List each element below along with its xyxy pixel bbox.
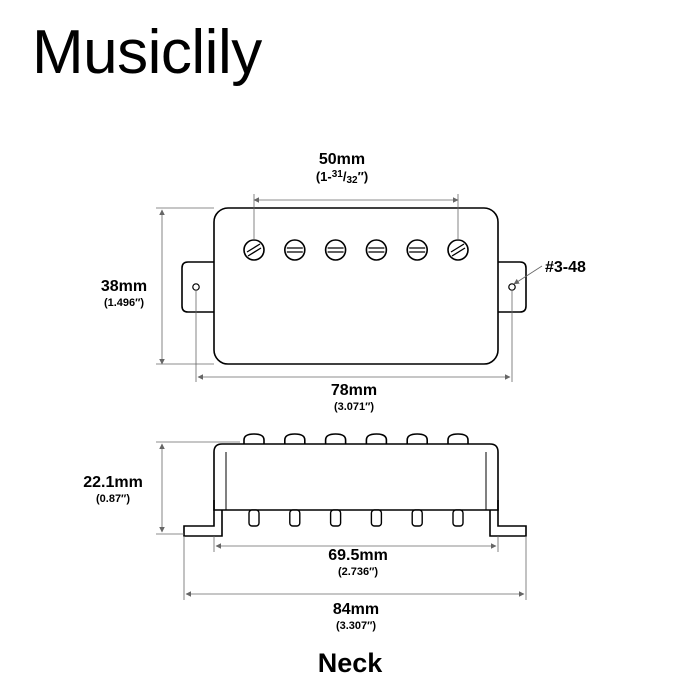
- screw-leader-line: [513, 265, 543, 285]
- top-view: 50mm (1-31/32″) 38mm (1.496″) 78mm (3.07…: [101, 151, 586, 413]
- pole-leg-side: [248, 509, 260, 527]
- pole-leg-side: [370, 509, 383, 527]
- brand-title: Musiclily: [32, 18, 262, 87]
- dim-mount-width-value: 78mm: [331, 382, 377, 399]
- pole-piece: [243, 239, 265, 261]
- dim-inner-width-imperial: (2.736″): [338, 566, 378, 578]
- pole-pieces-top: [243, 239, 469, 261]
- pickup-cover: [213, 207, 499, 365]
- pole-piece: [365, 239, 388, 261]
- dim-inner-width-value: 69.5mm: [328, 547, 388, 564]
- pole-top-side: [284, 433, 306, 445]
- dim-overall-width-value: 84mm: [333, 601, 379, 618]
- screw-size-label: #3-48: [545, 259, 586, 276]
- pole-top-side: [324, 433, 347, 445]
- pole-top-side: [243, 433, 265, 445]
- dim-cover-width-value: 38mm: [101, 278, 147, 295]
- pole-leg-side: [289, 509, 301, 527]
- dim-overall-width-imperial: (3.307″): [336, 620, 376, 632]
- side-body: [213, 443, 499, 511]
- dim-mount-width-imperial: (3.071″): [334, 401, 374, 413]
- screw-hole-left: [192, 283, 200, 291]
- pole-leg-side: [411, 509, 423, 527]
- pole-top-side: [365, 433, 388, 445]
- pole-piece: [406, 239, 429, 261]
- dim-pole-spacing-value: 50mm: [319, 151, 365, 168]
- pole-piece: [283, 239, 306, 261]
- pole-leg-side: [329, 509, 342, 527]
- baseplate-left: [183, 500, 223, 537]
- dim-pole-spacing-imperial: (1-31/32″): [316, 169, 368, 186]
- dim-cover-width-imperial: (1.496″): [104, 297, 144, 309]
- baseplate-right: [489, 500, 527, 537]
- position-label: Neck: [317, 648, 383, 678]
- pole-top-side: [406, 433, 428, 445]
- dim-height-imperial: (0.87″): [96, 493, 130, 505]
- pole-piece: [447, 239, 469, 261]
- pole-leg-side: [452, 509, 464, 527]
- side-view: 22.1mm (0.87″) 69.5mm (2.736″) 84mm (3.3…: [83, 433, 527, 632]
- screw-hole-right: [508, 283, 516, 291]
- pole-tops-side: [243, 433, 469, 445]
- pole-legs-side: [248, 509, 464, 527]
- pole-piece: [324, 239, 347, 261]
- pole-top-side: [447, 433, 469, 445]
- dim-height-value: 22.1mm: [83, 474, 143, 491]
